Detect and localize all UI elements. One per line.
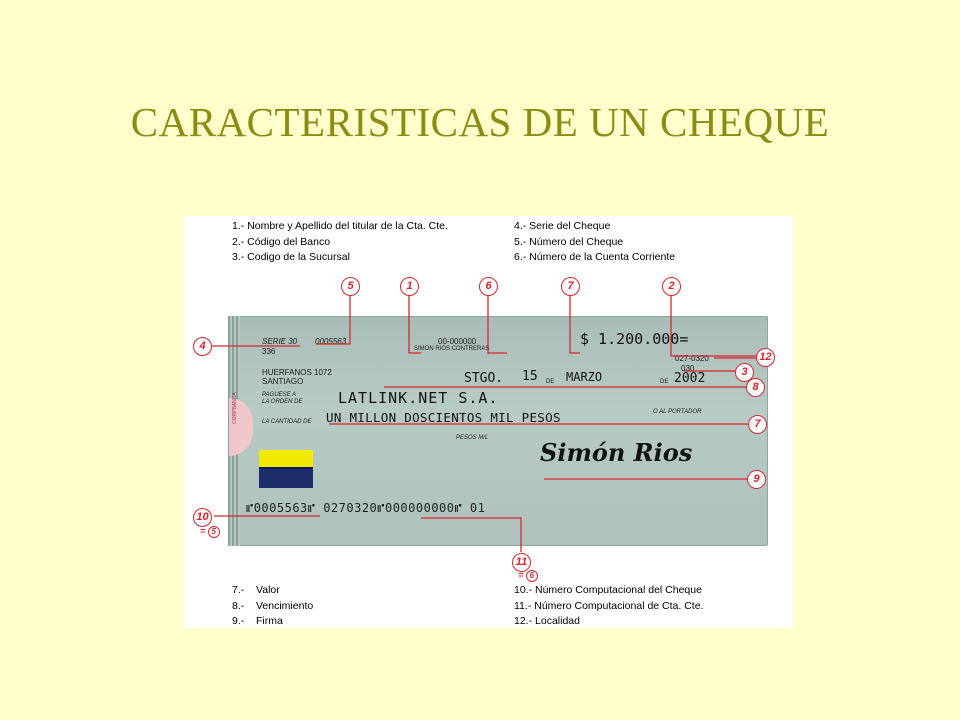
line-6 — [487, 295, 507, 354]
line-5 — [316, 295, 351, 345]
note-10-equals-5: = 5 — [200, 526, 220, 538]
legend-top-right: 4.- Serie del Cheque 5.- Número del Cheq… — [514, 219, 675, 266]
callout-2: 2 — [662, 277, 681, 296]
legend-item-6: 6.- Número de la Cuenta Corriente — [514, 251, 676, 264]
callout-7-words: 7 — [748, 415, 767, 434]
bearer-label: O AL PORTADOR — [653, 409, 702, 415]
legend-bottom-right: 10.- Número Computacional del Cheque 11.… — [514, 583, 703, 628]
line-2 — [670, 295, 762, 357]
issue-de-2: DE — [660, 379, 669, 385]
callout-5: 5 — [341, 277, 360, 296]
cheque-figure: 1.- Nombre y Apellido del titular de la … — [184, 216, 793, 628]
callout-11: 11 — [512, 553, 531, 572]
line-7a — [569, 295, 580, 354]
legend-item-4: 4.- Serie del Cheque — [514, 220, 611, 232]
callout-3: 3 — [735, 363, 754, 382]
cheque-serie-sub: 336 — [262, 347, 276, 356]
issue-de-1: DE — [546, 379, 555, 385]
legend-item-1: 1.- Nombre y Apellido del titular de la … — [232, 220, 448, 232]
cheque-number: 0005563 — [315, 337, 347, 346]
legend-item-9: 9.-Firma — [232, 615, 283, 628]
callout-4: 4 — [193, 337, 212, 356]
callout-12: 12 — [756, 348, 775, 367]
signature: Simón Rios — [540, 438, 693, 467]
legend-item-8: 8.-Vencimiento — [232, 599, 314, 612]
cheque-body: CORPBANCA SERIE 30 0005563 336 00-000000… — [228, 316, 768, 546]
legend-item-3: 3.- Codigo de la Sucursal — [232, 251, 350, 264]
cheque-serie: SERIE 30 — [262, 337, 298, 346]
branch-code: 030 — [681, 364, 695, 373]
cheque-amount: $ 1.200.000= — [580, 330, 689, 348]
callout-10: 10 — [193, 508, 212, 527]
account-number: 00-000000 — [438, 337, 477, 346]
branch-address: HUERFANOS 1072 — [262, 368, 332, 377]
issue-day: 15 — [522, 369, 538, 384]
legend-item-2: 2.- Código del Banco — [232, 235, 331, 248]
pay-to-label-2: LA ORDEN DE — [262, 399, 303, 405]
payee-name: LATLINK.NET S.A. — [338, 389, 499, 407]
issue-month: MARZO — [566, 370, 603, 384]
branch-city: SANTIAGO — [262, 377, 304, 386]
issue-year: 2002 — [674, 371, 706, 386]
amount-in-words: UN MILLON DOSCIENTOS MIL PESOS — [326, 410, 561, 425]
bank-code: 027-0320 — [675, 354, 709, 363]
pay-to-label-1: PAGUESE A — [262, 392, 297, 398]
bank-logo — [259, 450, 313, 488]
legend-item-10: 10.- Número Computacional del Cheque — [514, 584, 702, 596]
callout-7-value: 7 — [561, 277, 580, 296]
legend-top-left: 1.- Nombre y Apellido del titular de la … — [232, 219, 448, 266]
slide-title: CARACTERISTICAS DE UN CHEQUE — [130, 99, 830, 145]
legend-bottom-left: 7.-Valor 8.-Vencimiento 9.-Firma — [232, 583, 313, 628]
callout-1: 1 — [400, 277, 419, 296]
callout-8: 8 — [746, 378, 765, 397]
legend-item-12: 12.- Localidad — [514, 615, 580, 628]
legend-item-5: 5.- Número del Cheque — [514, 235, 624, 248]
legend-item-7: 7.-Valor — [232, 584, 280, 596]
callout-lines — [210, 295, 763, 552]
callout-6: 6 — [479, 277, 498, 296]
callout-9: 9 — [747, 470, 766, 489]
note-11-equals-6: = 6 — [518, 570, 538, 582]
line-1 — [408, 295, 421, 354]
micr-line: ⑈0005563⑈ 0270320⑈000000000⑈ 01 — [246, 501, 486, 515]
account-holder: SIMON RIOS CONTRERAS — [414, 346, 490, 352]
pesos-label: PESOS M/L — [456, 435, 489, 441]
legend-item-11: 11.- Número Computacional de Cta. Cte. — [514, 599, 704, 612]
issue-place: STGO. — [464, 371, 504, 386]
line-11 — [421, 517, 522, 552]
amount-words-label: LA CANTIDAD DE — [262, 419, 312, 425]
